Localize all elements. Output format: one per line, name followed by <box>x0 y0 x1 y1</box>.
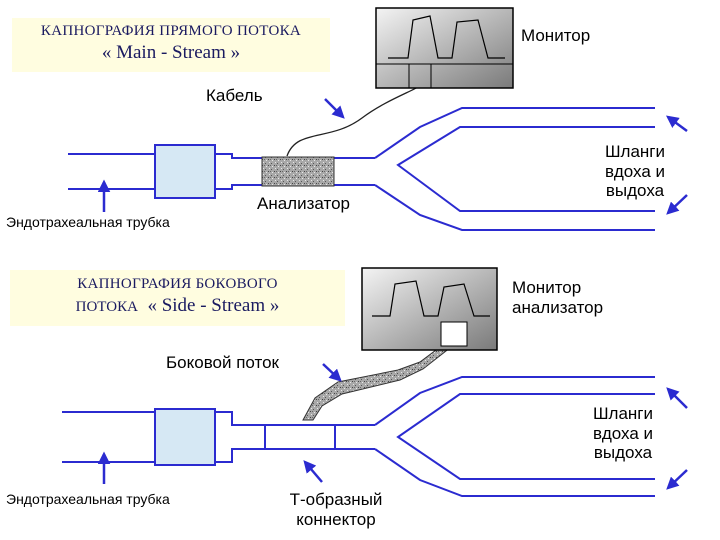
mainstream-cable <box>286 85 421 157</box>
cable-pointer-arrow <box>324 98 345 119</box>
cable-label: Кабель <box>206 86 263 105</box>
sidestream-title-box: КАПНОГРАФИЯ БОКОВОГО ПОТОКА « Side - Str… <box>10 270 345 326</box>
sidestream-capnogram-wave <box>372 280 490 317</box>
sidestream-title-suffix: « Side - Stream » <box>147 295 280 316</box>
mainstream-hoses-line1: Шланги <box>604 142 666 161</box>
sidestream-hoses-line2: вдоха и <box>592 423 653 443</box>
sidestream-hoses-label: Шланги вдоха и выдоха <box>578 404 668 463</box>
mainstream-title-box: КАПНОГРАФИЯ ПРЯМОГО ПОТОКА « Main - Stre… <box>12 18 330 72</box>
sidestream-title-line1: КАПНОГРАФИЯ БОКОВОГО <box>77 276 278 292</box>
sidestream-title-prefix: ПОТОКА <box>75 299 138 315</box>
mainstream-tube-label: Эндотрахеальная трубка <box>6 214 170 230</box>
mainstream-hoses-line2: вдоха и <box>604 161 665 181</box>
side-flow-label: Боковой поток <box>166 353 279 372</box>
t-connector <box>264 424 336 450</box>
mainstream-filter <box>154 144 216 199</box>
sidestream-monitor-line2: анализатор <box>512 297 604 317</box>
mainstream-monitor <box>375 7 514 89</box>
sidestream-endotracheal-tube <box>62 376 655 497</box>
sidestream-filter <box>154 408 216 466</box>
mainstream-title-line2: « Main - Stream » <box>101 42 241 63</box>
mainstream-hose-top-arrow <box>665 115 688 133</box>
t-connector-label: Т-образный коннектор <box>266 490 406 529</box>
mainstream-hose-bottom-arrow <box>666 194 688 215</box>
mainstream-monitor-label: Монитор <box>521 26 591 45</box>
sidestream-monitor-line1: Монитор <box>512 278 582 297</box>
mainstream-analyzer-sensor <box>261 156 335 187</box>
side-flow-pointer-arrow <box>322 363 342 382</box>
mainstream-hoses-label: Шланги вдоха и выдоха <box>590 142 680 201</box>
analyzer-label: Анализатор <box>257 194 350 213</box>
sidestream-hoses-line1: Шланги <box>592 404 654 423</box>
t-connector-line2: коннектор <box>296 509 376 529</box>
sidestream-tube-label: Эндотрахеальная трубка <box>6 491 170 507</box>
sidestream-title-line2: ПОТОКА « Side - Stream » <box>10 295 345 317</box>
t-connector-line1: Т-образный <box>289 490 383 509</box>
mainstream-hoses-line3: выдоха <box>605 181 665 201</box>
t-connector-pointer-arrow <box>303 460 323 483</box>
sidestream-hose-bottom-arrow <box>666 469 688 490</box>
sidestream-monitor <box>361 267 498 351</box>
mainstream-endotracheal-tube <box>68 107 655 231</box>
mainstream-title-line1: КАПНОГРАФИЯ ПРЯМОГО ПОТОКА <box>40 23 302 39</box>
sidestream-monitor-label: Монитор анализатор <box>512 278 603 317</box>
sidestream-hoses-line3: выдоха <box>593 443 653 463</box>
mainstream-capnogram-wave <box>388 15 505 59</box>
sidestream-hose-top-arrow <box>666 387 688 409</box>
